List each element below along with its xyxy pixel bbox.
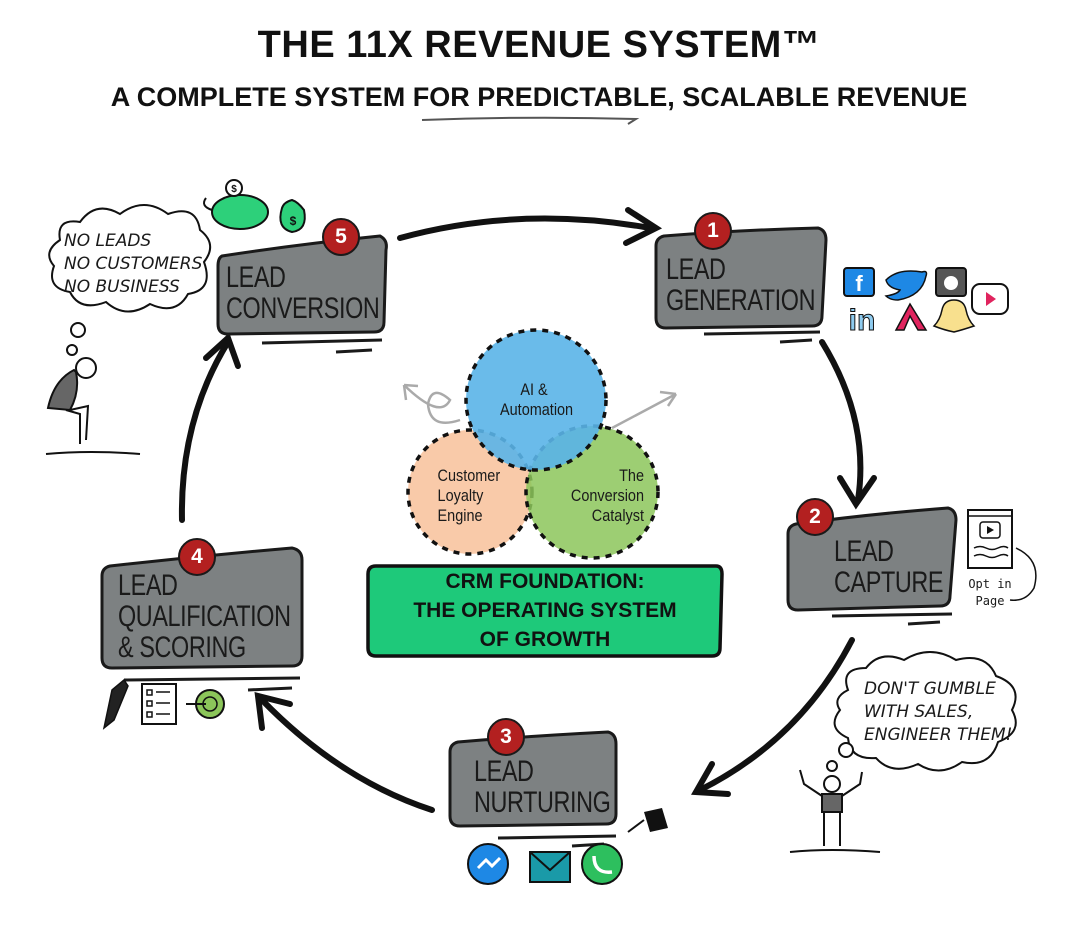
adroll-icon <box>894 302 928 331</box>
arrow-4-to-5 <box>178 339 231 523</box>
thought-left-line1: NO LEADS <box>64 231 152 251</box>
stage-1-badge: 1 <box>694 212 732 250</box>
arrowhead-1 <box>623 207 663 246</box>
venn-ai-line2: Automation <box>500 400 574 419</box>
opt-in-page-icon <box>967 509 1037 601</box>
arrow-3-to-4 <box>259 697 435 813</box>
stage-2-label: LEAD CAPTURE <box>834 536 943 598</box>
pen-icon <box>102 678 129 730</box>
venn-ai-line1: AI & <box>520 380 548 399</box>
arrow-2-to-3 <box>697 637 855 793</box>
stage-2-line2: CAPTURE <box>834 566 944 599</box>
thought-left-line2: NO CUSTOMERS <box>64 254 203 274</box>
arrowhead-4 <box>254 692 293 731</box>
stage-boxes <box>100 226 958 828</box>
stage-box-1 <box>654 226 828 330</box>
opt-in-note: Opt in Page <box>964 576 1016 610</box>
arrowhead-2 <box>837 475 877 510</box>
piggy-bank-icon: $ <box>203 179 269 230</box>
box-underlines <box>123 330 953 848</box>
venn-conversion-line1: The <box>619 466 644 485</box>
venn-loyalty-line1: Customer <box>437 466 501 485</box>
facebook-icon <box>843 267 875 297</box>
arrow-1-to-2 <box>819 339 864 503</box>
stage-1-line2: GENERATION <box>666 284 816 317</box>
venn-circle-ai <box>464 328 608 472</box>
grey-arrows <box>402 383 678 430</box>
opt-in-line2: Page <box>975 594 1005 608</box>
arrow-5-to-1 <box>397 215 653 241</box>
stage-2-line1: LEAD <box>834 535 894 568</box>
nurturing-icons <box>467 808 668 885</box>
stage-1-label: LEAD GENERATION <box>666 254 815 316</box>
stage-2-badge: 2 <box>796 498 834 536</box>
venn-label-ai: AI & Automation <box>500 380 574 420</box>
social-icons: f in <box>843 267 1009 338</box>
stage-4-badge: 4 <box>178 538 216 576</box>
stage-5-label: LEAD CONVERSION <box>226 261 380 325</box>
stage-3-badge: 3 <box>487 718 525 756</box>
venn-label-loyalty: Customer Loyalty Engine <box>438 466 501 526</box>
happy-person-icon <box>789 769 881 853</box>
stage-4-label: LEAD QUALIFICATION & SCORING <box>118 570 291 663</box>
money-bag-icon: $ <box>279 198 306 234</box>
thought-right-line3: ENGINEER THEM! <box>864 725 1013 745</box>
stage-3-label: LEAD NURTURING <box>474 755 611 819</box>
crm-foundation-label: CRM FOUNDATION: THE OPERATING SYSTEM OF … <box>370 564 720 654</box>
stage-box-2 <box>786 506 958 612</box>
stage-box-4 <box>100 546 304 670</box>
linkedin-icon: in <box>849 304 876 337</box>
stage-5-line2: CONVERSION <box>226 292 380 325</box>
page-title: THE 11X REVENUE SYSTEM™ <box>257 24 821 66</box>
venn-diagram <box>406 328 660 560</box>
thought-right-line2: WITH SALES, <box>864 702 974 722</box>
twitter-icon <box>884 270 928 301</box>
crm-line1: CRM FOUNDATION: <box>445 570 645 593</box>
opt-in-line1: Opt in <box>968 577 1012 591</box>
crm-foundation-box <box>366 564 724 658</box>
stage-5-line1: LEAD <box>226 261 286 294</box>
venn-conversion-line3: Catalyst <box>591 506 644 525</box>
stage-5-badge: 5 <box>322 218 360 256</box>
sad-person-icon <box>45 357 141 455</box>
stage-box-3 <box>448 730 618 828</box>
snapchat-icon <box>932 299 976 333</box>
crm-line2: THE OPERATING SYSTEM <box>413 599 677 622</box>
arrowhead-3 <box>691 761 731 797</box>
venn-loyalty-line2: Loyalty <box>437 486 484 505</box>
qualification-icons <box>102 678 225 730</box>
arrowhead-5 <box>203 332 241 369</box>
stage-3-line2: NURTURING <box>474 786 611 819</box>
thought-right-line1: DON'T GUMBLE <box>864 679 996 699</box>
svg-text:f: f <box>855 271 863 296</box>
stage-3-line1: LEAD <box>474 755 534 788</box>
watering-can-icon <box>644 808 668 832</box>
crm-line3: OF GROWTH <box>479 628 611 651</box>
thought-text-left: NO LEADS NO CUSTOMERS NO BUSINESS <box>64 230 202 299</box>
stage-1-line1: LEAD <box>666 253 726 286</box>
thought-text-right: DON'T GUMBLE WITH SALES, ENGINEER THEM! <box>864 678 1012 747</box>
venn-loyalty-line3: Engine <box>437 506 483 525</box>
venn-conversion-line2: Conversion <box>570 486 644 505</box>
thought-cloud-left <box>48 204 211 313</box>
page-subtitle: A COMPLETE SYSTEM FOR PREDICTABLE, SCALA… <box>110 82 968 112</box>
stage-4-line2: QUALIFICATION <box>118 600 291 633</box>
stage-4-line1: LEAD <box>118 569 178 602</box>
stage-4-line3: & SCORING <box>118 631 246 664</box>
svg-text:$: $ <box>290 214 297 228</box>
svg-text:$: $ <box>231 184 237 195</box>
venn-label-conversion: The Conversion Catalyst <box>562 466 644 526</box>
thought-cloud-right <box>833 651 1017 772</box>
subtitle-underline <box>421 116 640 125</box>
thought-left-line3: NO BUSINESS <box>64 277 180 297</box>
cycle-arrows <box>178 207 877 813</box>
whatsapp-icon <box>581 843 623 885</box>
